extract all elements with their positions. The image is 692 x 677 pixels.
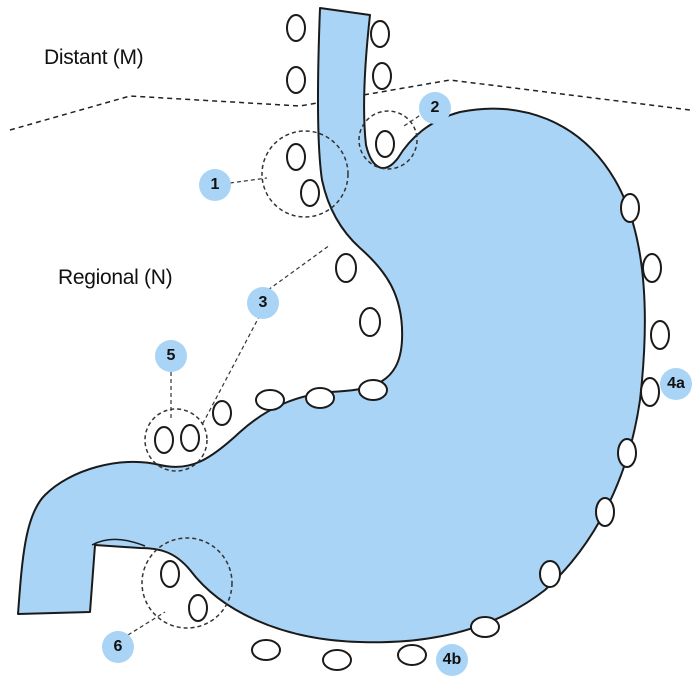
lymph-node (471, 617, 499, 637)
lymph-node (155, 427, 173, 453)
lymph-node (181, 425, 199, 451)
lymph-node (213, 401, 231, 425)
station-badge-4b: 4b (436, 644, 468, 676)
lymph-node (287, 15, 305, 41)
lymph-node (651, 321, 669, 349)
station-badge-6: 6 (102, 631, 134, 663)
lymph-node (618, 439, 636, 467)
lymph-node (306, 388, 334, 408)
leader-line-6 (128, 612, 165, 635)
leader-line-3a (268, 245, 330, 290)
lymph-node (359, 380, 387, 400)
lymph-node (360, 308, 380, 336)
lymph-node (161, 561, 179, 587)
regional-label: Regional (N) (58, 266, 172, 290)
lymph-node (373, 63, 391, 89)
lymph-node (252, 640, 280, 660)
lymph-node (540, 561, 560, 587)
lymph-node (287, 144, 305, 170)
lymph-node (256, 390, 284, 410)
lymph-node (336, 254, 356, 282)
lymph-node (371, 21, 389, 47)
lymph-node (621, 194, 639, 222)
station-badge-3: 3 (247, 287, 279, 319)
leader-line-1 (230, 178, 267, 183)
station-badge-2: 2 (419, 92, 451, 124)
station-badge-5: 5 (155, 340, 187, 372)
lymph-node (596, 498, 614, 526)
lymph-node (301, 180, 319, 206)
stomach-shape (18, 8, 645, 642)
lymph-node (287, 67, 305, 93)
lymph-node (641, 378, 659, 406)
lymph-node (323, 650, 351, 670)
station-badge-1: 1 (199, 169, 231, 201)
station-badge-4a: 4a (660, 368, 692, 400)
lymph-node (643, 254, 661, 282)
distant-label: Distant (M) (44, 46, 143, 70)
lymph-node (398, 645, 426, 665)
lymph-node (376, 131, 394, 157)
lymph-node (189, 595, 207, 621)
